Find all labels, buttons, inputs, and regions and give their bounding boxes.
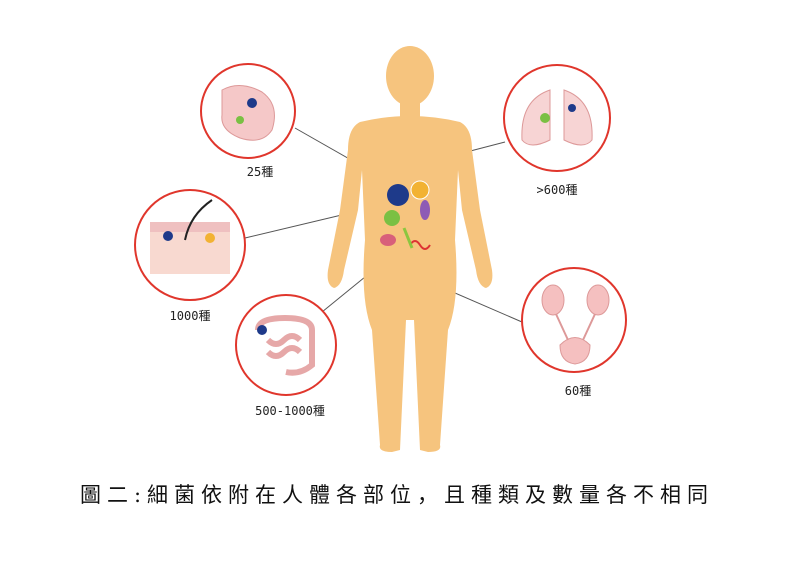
label-urinary: 60種 — [564, 384, 592, 398]
lungs-illustration — [521, 89, 593, 146]
intestines-circle — [235, 294, 337, 396]
line-skin — [244, 212, 351, 239]
lungs-circle — [503, 64, 611, 172]
bacteria-cluster — [380, 180, 431, 250]
label-skin: 1000種 — [169, 309, 211, 323]
figure-caption: 圖二:細菌依附在人體各部位，且種類及數量各不相同 — [79, 483, 715, 507]
urinary-illustration — [541, 284, 610, 365]
label-lungs: >600種 — [536, 183, 578, 197]
label-stomach: 25種 — [246, 165, 274, 179]
stomach-illustration — [221, 85, 275, 141]
human-body-silhouette — [327, 46, 493, 452]
skin-illustration — [150, 199, 230, 274]
intestines-illustration — [255, 314, 315, 376]
label-intestines: 500-1000種 — [255, 404, 325, 418]
